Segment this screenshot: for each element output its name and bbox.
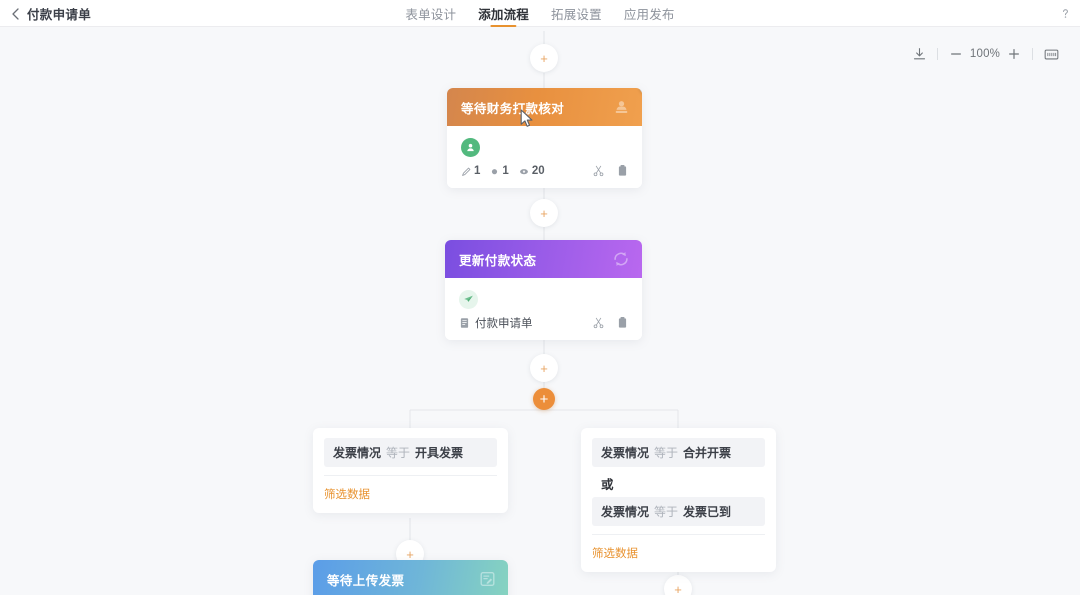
condition-value: 发票已到	[683, 505, 732, 519]
node-body-approval: 1 1 20	[447, 126, 642, 188]
plus-icon: +	[674, 581, 682, 595]
node-header-approval: 等待财务打款核对	[447, 88, 642, 126]
node-body-update-status: 付款申请单	[445, 278, 642, 340]
toolbar-divider	[937, 48, 938, 60]
toolbar-divider	[1032, 48, 1033, 60]
add-node-button-after-approval[interactable]: +	[530, 199, 558, 227]
eye-icon	[519, 168, 528, 174]
node-header-update-status: 更新付款状态	[445, 240, 642, 278]
condition-card-right[interactable]: 发票情况 等于 合并开票 或 发票情况 等于 发票已到 筛选数据	[581, 428, 776, 572]
node-body-text: 付款申请单	[475, 318, 533, 330]
flow-canvas[interactable]: + + + + + + 等待财务打款核对	[0, 27, 1080, 595]
plus-icon: +	[540, 50, 548, 66]
node-card-update-status[interactable]: 更新付款状态	[445, 240, 642, 340]
condition-operator: 等于	[654, 505, 679, 519]
nav-tabs: 表单设计 添加流程 拓展设置 应用发布	[405, 0, 674, 27]
pencil-icon	[462, 167, 471, 176]
meta-field-count: 1	[489, 165, 509, 177]
fit-screen-icon	[1044, 49, 1058, 59]
action-icon-row	[459, 286, 628, 312]
add-node-button-after-update[interactable]: +	[530, 354, 558, 382]
filter-data-link[interactable]: 筛选数据	[592, 548, 638, 560]
canvas-toolbar: 100%	[906, 43, 1064, 65]
tab-form-design[interactable]: 表单设计	[405, 8, 457, 22]
condition-footer: 筛选数据	[592, 534, 765, 572]
condition-field: 发票情况	[601, 446, 650, 460]
condition-field: 发票情况	[333, 446, 382, 460]
add-node-button-top[interactable]: +	[530, 44, 558, 72]
node-title: 更新付款状态	[459, 253, 537, 268]
condition-footer: 筛选数据	[324, 475, 497, 513]
node-meta-row: 付款申请单	[459, 315, 628, 331]
meta-view-count: 20	[518, 165, 545, 177]
zoom-level-label: 100%	[969, 48, 1001, 60]
meta-value: 20	[531, 165, 545, 177]
node-actions	[593, 315, 628, 331]
zoom-out-button[interactable]	[943, 43, 969, 65]
close-node-button-approval[interactable]	[639, 88, 642, 94]
node-actions	[593, 163, 628, 179]
condition-row[interactable]: 发票情况 等于 合并开票	[592, 438, 765, 467]
condition-joiner: 或	[601, 478, 614, 492]
node-card-upload-invoice[interactable]: 等待上传发票	[313, 560, 508, 595]
plus-icon: +	[540, 205, 548, 221]
condition-value: 合并开票	[683, 446, 732, 460]
meta-value: 1	[502, 165, 509, 177]
top-bar: 付款申请单 表单设计 添加流程 拓展设置 应用发布	[0, 0, 1080, 27]
node-card-approval[interactable]: 等待财务打款核对	[447, 88, 642, 188]
node-meta-row: 1 1 20	[461, 163, 628, 179]
plus-icon: +	[540, 360, 548, 376]
minus-icon	[951, 53, 961, 55]
add-node-button-branch-right[interactable]: +	[664, 575, 692, 595]
assignee-row	[461, 134, 628, 160]
meta-value: 1	[474, 165, 481, 177]
copy-icon[interactable]	[617, 317, 628, 329]
paper-plane-icon	[459, 289, 478, 309]
fit-screen-button[interactable]	[1038, 43, 1064, 65]
plus-icon: +	[406, 546, 414, 562]
node-title: 等待上传发票	[327, 573, 405, 588]
node-header-upload-invoice: 等待上传发票	[313, 560, 508, 595]
scissors-icon[interactable]	[593, 165, 604, 177]
tab-extension-settings[interactable]: 拓展设置	[551, 8, 602, 22]
help-button[interactable]	[1059, 0, 1072, 27]
copy-icon[interactable]	[617, 165, 628, 177]
condition-card-left[interactable]: 发票情况 等于 开具发票 筛选数据	[313, 428, 508, 513]
node-title: 等待财务打款核对	[461, 101, 565, 116]
condition-row[interactable]: 发票情况 等于 发票已到	[592, 497, 765, 526]
form-edit-icon	[479, 571, 496, 588]
back-chevron-icon[interactable]	[5, 0, 25, 27]
download-button[interactable]	[906, 43, 932, 65]
add-branch-button[interactable]: +	[533, 388, 555, 410]
tab-app-publish[interactable]: 应用发布	[623, 8, 675, 22]
meta-edit-count: 1	[461, 165, 480, 177]
plus-icon	[1009, 49, 1019, 59]
download-icon	[913, 47, 925, 59]
page-title: 付款申请单	[27, 8, 92, 22]
condition-operator: 等于	[386, 446, 411, 460]
tab-add-flow[interactable]: 添加流程	[478, 0, 529, 27]
form-doc-icon	[459, 317, 470, 329]
plus-icon: +	[539, 390, 549, 408]
condition-field: 发票情况	[601, 505, 650, 519]
refresh-sync-icon	[612, 250, 630, 268]
user-avatar-icon	[461, 137, 480, 157]
condition-row[interactable]: 发票情况 等于 开具发票	[324, 438, 497, 467]
zoom-in-button[interactable]	[1001, 43, 1027, 65]
filter-data-link[interactable]: 筛选数据	[324, 489, 370, 501]
condition-operator: 等于	[654, 446, 679, 460]
filled-circle-icon	[492, 168, 498, 174]
chevron-left-icon	[11, 7, 19, 20]
approval-stamp-icon	[613, 99, 630, 116]
condition-value: 开具发票	[415, 446, 464, 460]
question-mark-icon	[1063, 9, 1068, 18]
scissors-icon[interactable]	[593, 317, 604, 329]
